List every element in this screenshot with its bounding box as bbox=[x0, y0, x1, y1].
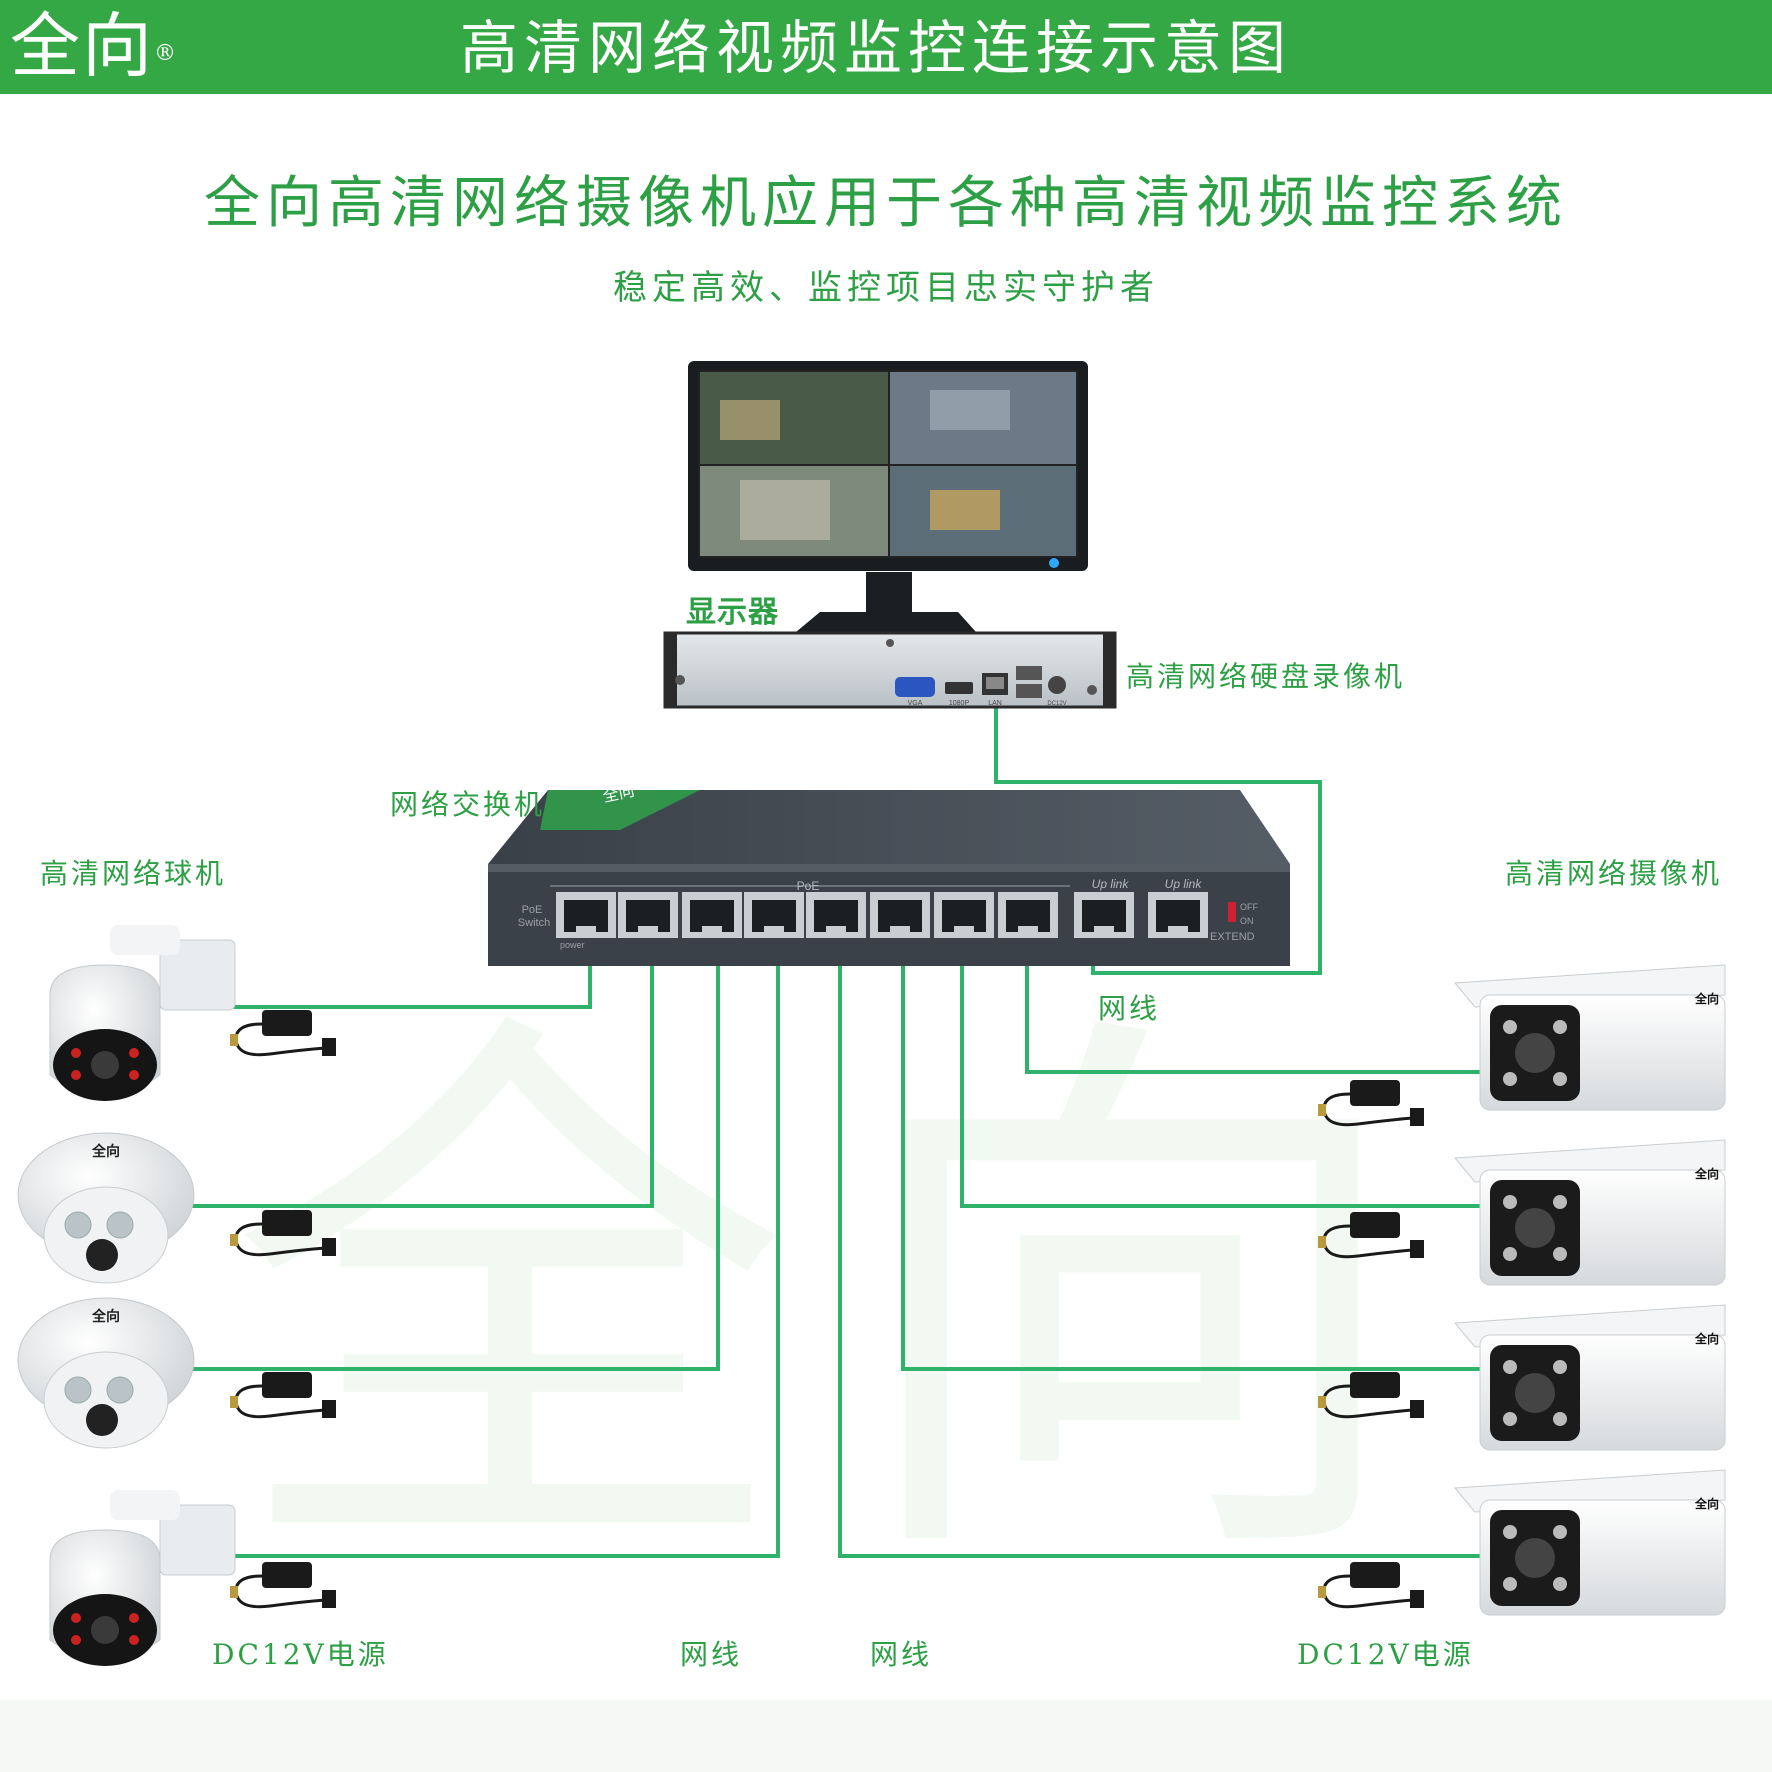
bullet-camera-1: 全向 bbox=[1453, 964, 1726, 1111]
power-adapters bbox=[230, 1010, 1424, 1609]
monitor-label: 显示器 bbox=[686, 595, 779, 630]
switch-poe-text: PoE bbox=[797, 879, 820, 893]
turret-camera-2: 全向 bbox=[17, 1297, 195, 1449]
switch-ports bbox=[556, 892, 1208, 938]
bullet-camera-2: 全向 bbox=[1453, 1139, 1726, 1286]
power-adapter-7 bbox=[1318, 1372, 1424, 1419]
cable-label-bottom-2: 网线 bbox=[870, 1638, 933, 1671]
nvr-hdmi-text: 1080P bbox=[949, 700, 970, 707]
main-title: 全向高清网络摄像机应用于各种高清视频监控系统 bbox=[204, 171, 1568, 236]
uplink-port-2 bbox=[1148, 892, 1208, 938]
nvr-recorder: VGA 1080P LAN DC12V bbox=[663, 631, 1117, 709]
poe-port-3 bbox=[682, 892, 742, 938]
poe-port-2 bbox=[618, 892, 678, 938]
cable-port6-bullet3 bbox=[901, 942, 1485, 1371]
brand-logo: 全向® bbox=[10, 5, 178, 87]
cable-port3-turret2 bbox=[175, 942, 720, 1371]
power-adapter-1 bbox=[230, 1010, 336, 1057]
switch-switch-label: Switch bbox=[518, 917, 550, 929]
cable-port8-bullet1 bbox=[1025, 942, 1485, 1074]
poe-port-5 bbox=[806, 892, 866, 938]
power-adapter-8 bbox=[1318, 1562, 1424, 1609]
power-adapter-3 bbox=[230, 1372, 336, 1419]
header-bar: 全向® 高清网络视频监控连接示意图 bbox=[0, 0, 1772, 94]
nvr-vga-text: VGA bbox=[908, 700, 923, 707]
switch-extend-label: EXTEND bbox=[1210, 931, 1255, 943]
vga-port bbox=[895, 677, 935, 697]
poe-port-4 bbox=[744, 892, 804, 938]
switch-power-label: power bbox=[560, 940, 585, 950]
cable-label-bottom-1: 网线 bbox=[680, 1638, 743, 1671]
bullet-camera-1-logo: 全向 bbox=[1694, 991, 1719, 1006]
cable-port4-dome2 bbox=[195, 942, 780, 1558]
bullet-cameras-label: 高清网络摄像机 bbox=[1505, 857, 1723, 890]
power-adapter-2 bbox=[230, 1210, 336, 1257]
switch-uplink-text-2: Up link bbox=[1165, 877, 1203, 891]
power-adapter-6 bbox=[1318, 1212, 1424, 1259]
switch-off-label: OFF bbox=[1240, 902, 1258, 912]
monitor bbox=[688, 361, 1088, 632]
switch-poe-label: PoE bbox=[522, 904, 543, 916]
poe-port-6 bbox=[870, 892, 930, 938]
poe-port-8 bbox=[998, 892, 1058, 938]
turret-camera-1: 全向 bbox=[17, 1132, 195, 1284]
ptz-camera-2 bbox=[49, 1490, 236, 1666]
bullet-camera-3-logo: 全向 bbox=[1694, 1331, 1719, 1346]
bullet-camera-4: 全向 bbox=[1453, 1469, 1726, 1616]
dc-port bbox=[1048, 676, 1066, 694]
poe-port-7 bbox=[934, 892, 994, 938]
switch-on-label: ON bbox=[1240, 916, 1254, 926]
cable-port2-turret1 bbox=[175, 942, 654, 1208]
hdmi-port bbox=[945, 682, 973, 694]
cable-label-right: 网线 bbox=[1098, 992, 1161, 1025]
bullet-camera-4-logo: 全向 bbox=[1694, 1496, 1719, 1511]
subtitle: 稳定高效、监控项目忠实守护者 bbox=[613, 268, 1159, 308]
turret-camera-2-logo: 全向 bbox=[91, 1308, 120, 1325]
network-switch: 全向 PoE Up link Up link PoE Switch power … bbox=[488, 781, 1290, 966]
cable-port5-bullet4 bbox=[838, 942, 1485, 1558]
power-adapter-4 bbox=[230, 1562, 336, 1609]
cable-nvr-uplink bbox=[994, 705, 1322, 975]
nvr-label: 高清网络硬盘录像机 bbox=[1126, 660, 1406, 693]
nvr-lan-text: LAN bbox=[988, 700, 1002, 707]
usb-ports bbox=[1016, 666, 1042, 680]
turret-camera-1-logo: 全向 bbox=[91, 1143, 120, 1160]
switch-label: 网络交换机 bbox=[390, 788, 546, 821]
switch-uplink-text-1: Up link bbox=[1092, 877, 1130, 891]
cable-port7-bullet2 bbox=[960, 942, 1485, 1208]
power-label-left: DC12V电源 bbox=[212, 1638, 389, 1671]
cables bbox=[175, 705, 1485, 1558]
nvr-dc-text: DC12V bbox=[1047, 701, 1066, 707]
header-title: 高清网络视频监控连接示意图 bbox=[460, 14, 1293, 82]
power-label-right: DC12V电源 bbox=[1297, 1638, 1474, 1671]
poe-port-1 bbox=[556, 892, 616, 938]
bullet-camera-3: 全向 bbox=[1453, 1304, 1726, 1451]
uplink-port-1 bbox=[1074, 892, 1134, 938]
bullet-camera-2-logo: 全向 bbox=[1694, 1166, 1719, 1181]
ptz-camera-1 bbox=[49, 925, 236, 1101]
power-adapter-5 bbox=[1318, 1080, 1424, 1127]
footer-band bbox=[0, 1700, 1772, 1772]
dome-cameras-label: 高清网络球机 bbox=[40, 857, 227, 890]
registered-mark: ® bbox=[154, 41, 178, 66]
